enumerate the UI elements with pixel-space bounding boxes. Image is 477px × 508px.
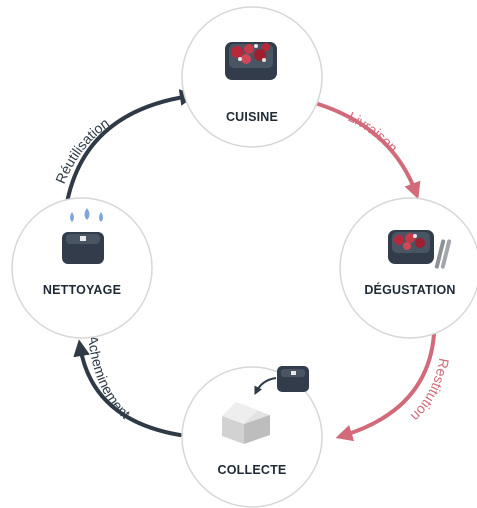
collection-box-icon: [222, 402, 270, 444]
filled-container-icon: [225, 42, 277, 80]
node-nettoyage: NETTOYAGE: [11, 197, 153, 339]
filled-container-with-cutlery-icon: [388, 230, 452, 269]
restitution-arrow: [335, 332, 436, 442]
node-collecte: COLLECTE: [181, 366, 323, 508]
reutilisation-label: Réutilisation: [52, 115, 112, 186]
washing-container-icon: [62, 232, 104, 264]
reutilisation-arrow: [64, 89, 197, 210]
drop-arrow-icon: [254, 377, 277, 396]
node-cuisine-label: CUISINE: [226, 110, 278, 124]
node-degustation-label: DÉGUSTATION: [364, 282, 455, 297]
acheminement-arrow: [73, 339, 182, 437]
livraison-arrow: [316, 102, 421, 200]
node-nettoyage-circle: [11, 197, 153, 339]
node-degustation: DÉGUSTATION: [339, 197, 477, 339]
node-cuisine: CUISINE: [181, 6, 323, 148]
node-nettoyage-label: NETTOYAGE: [43, 283, 121, 297]
dropping-container-icon: [277, 366, 309, 392]
water-drops-icon: [70, 208, 103, 222]
node-collecte-label: COLLECTE: [218, 463, 287, 477]
node-degustation-circle: [339, 197, 477, 339]
livraison-label: Livraison: [346, 108, 401, 155]
